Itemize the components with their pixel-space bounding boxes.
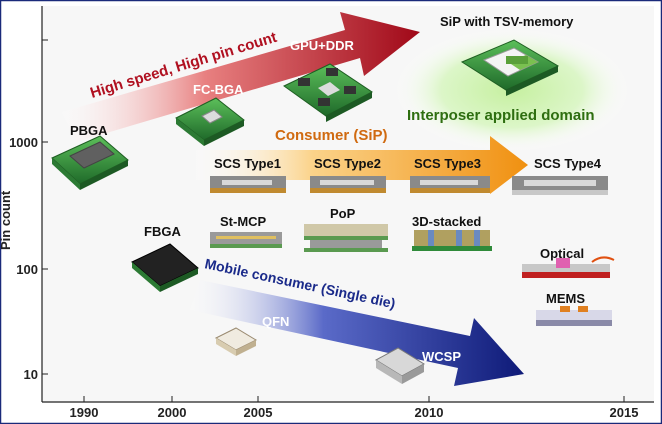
pbga-label: PBGA: [70, 123, 108, 138]
sip-tsv-package: [460, 39, 560, 96]
3d-stacked-cross-section: [412, 230, 492, 251]
pop-label: PoP: [330, 206, 356, 221]
scs-type3-cross-section: [410, 176, 490, 193]
qfn-label: QFN: [262, 314, 289, 329]
y-tick-label: 100: [16, 262, 38, 277]
st-mcp-label: St-MCP: [220, 214, 267, 229]
gpu-ddr-label: GPU+DDR: [290, 38, 355, 53]
scs-type2-label: SCS Type2: [314, 156, 381, 171]
axes: [41, 6, 654, 403]
fbga-package: [131, 243, 199, 292]
pbga-package: [51, 135, 129, 190]
mems-label: MEMS: [546, 291, 585, 306]
mobile-arrow: [190, 280, 524, 386]
x-tick-label: 2015: [610, 405, 639, 420]
optical-label: Optical: [540, 246, 584, 261]
wcsp-label: WCSP: [422, 349, 461, 364]
qfn-package: [214, 327, 258, 356]
scs-type4-cross-section: [512, 176, 608, 195]
y-tick-marks: [42, 39, 48, 375]
high-speed-arrow: [62, 12, 420, 142]
x-tick-label: 2005: [244, 405, 273, 420]
fc-bga-package: [175, 97, 245, 146]
scs-type2-cross-section: [310, 176, 386, 193]
scs-type4-label: SCS Type4: [534, 156, 602, 171]
sip-tsv-label: SiP with TSV-memory: [440, 14, 574, 29]
y-axis-label: Pin count: [0, 190, 13, 250]
scs-type1-cross-section: [210, 176, 286, 193]
scs-type3-label: SCS Type3: [414, 156, 481, 171]
x-tick-label: 2010: [415, 405, 444, 420]
interposer-domain-label: Interposer applied domain: [407, 107, 595, 124]
x-tick-marks: [83, 396, 625, 402]
scs-type1-label: SCS Type1: [214, 156, 281, 171]
gpu-ddr-package: [283, 63, 373, 122]
y-tick-label: 10: [24, 367, 38, 382]
mems-cross-section: [536, 306, 612, 326]
fc-bga-label: FC-BGA: [193, 82, 244, 97]
fbga-label: FBGA: [144, 224, 181, 239]
consumer-label: Consumer (SiP): [275, 127, 388, 144]
x-tick-label: 2000: [158, 405, 187, 420]
pop-cross-section: [304, 224, 388, 252]
3d-stacked-label: 3D-stacked: [412, 214, 481, 229]
st-mcp-cross-section: [210, 232, 282, 248]
wcsp-package: [375, 347, 425, 384]
y-tick-label: 1000: [9, 135, 38, 150]
x-tick-label: 1990: [70, 405, 99, 420]
optical-cross-section: [522, 256, 615, 278]
